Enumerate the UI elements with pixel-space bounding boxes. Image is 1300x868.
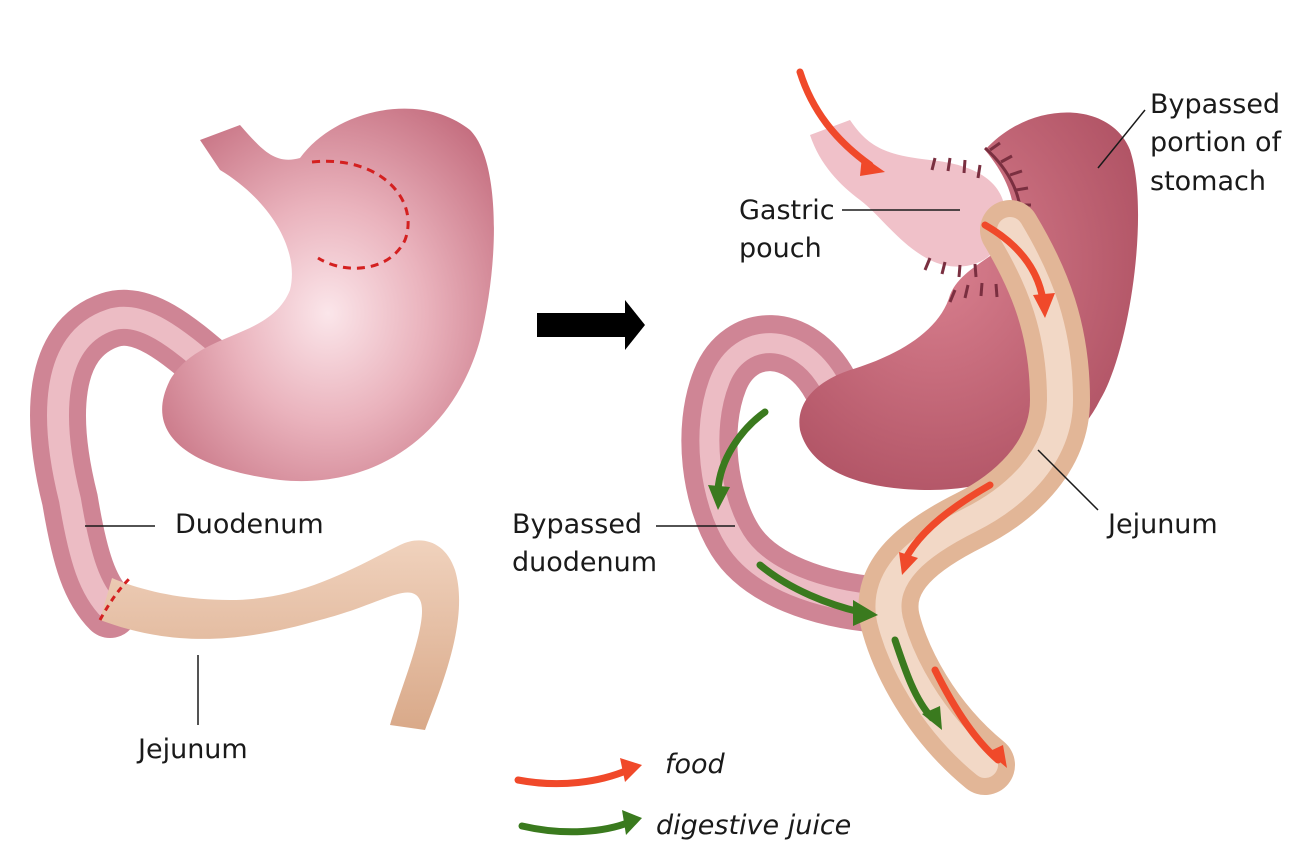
juice-arrowheads	[708, 485, 942, 730]
food-arrow-jejunum-mid	[901, 481, 994, 564]
pouch-staple-marks	[923, 157, 982, 278]
normal-stomach-body	[162, 108, 494, 482]
normal-jejunum	[100, 540, 460, 730]
juice-arrow-middle	[756, 561, 864, 616]
staple-marks-lower	[948, 282, 999, 303]
legend-food-arrow	[514, 758, 642, 788]
label-bypassed-duodenum: Bypassed duodenum	[512, 509, 658, 579]
food-arrow-esophagus	[796, 68, 874, 169]
leader-right-jejunum	[1037, 449, 1099, 511]
legend-food-label: food	[665, 749, 725, 780]
normal-stomach-figure	[30, 108, 494, 730]
legend-juice-arrow	[518, 810, 642, 836]
normal-stomach-cut-line	[311, 159, 410, 270]
food-arrowheads	[860, 156, 1055, 768]
label-left-jejunum: Jejunum	[138, 734, 248, 765]
bypass-figure	[681, 68, 1139, 795]
normal-junction-cut-line	[98, 576, 132, 621]
label-right-jejunum: Jejunum	[1108, 509, 1218, 540]
transition-arrow	[537, 300, 645, 350]
label-gastric-pouch: Gastric pouch	[739, 195, 835, 265]
leader-bypassed-stomach	[1097, 109, 1146, 169]
leader-lines	[85, 109, 1146, 725]
label-bypassed-stomach: Bypassed portion of stomach	[1150, 89, 1282, 197]
label-left-duodenum: Duodenum	[175, 509, 324, 540]
legend-juice-label: digestive juice	[656, 810, 852, 841]
food-arrow-pouch	[981, 221, 1047, 304]
juice-arrow-upper	[714, 408, 769, 494]
